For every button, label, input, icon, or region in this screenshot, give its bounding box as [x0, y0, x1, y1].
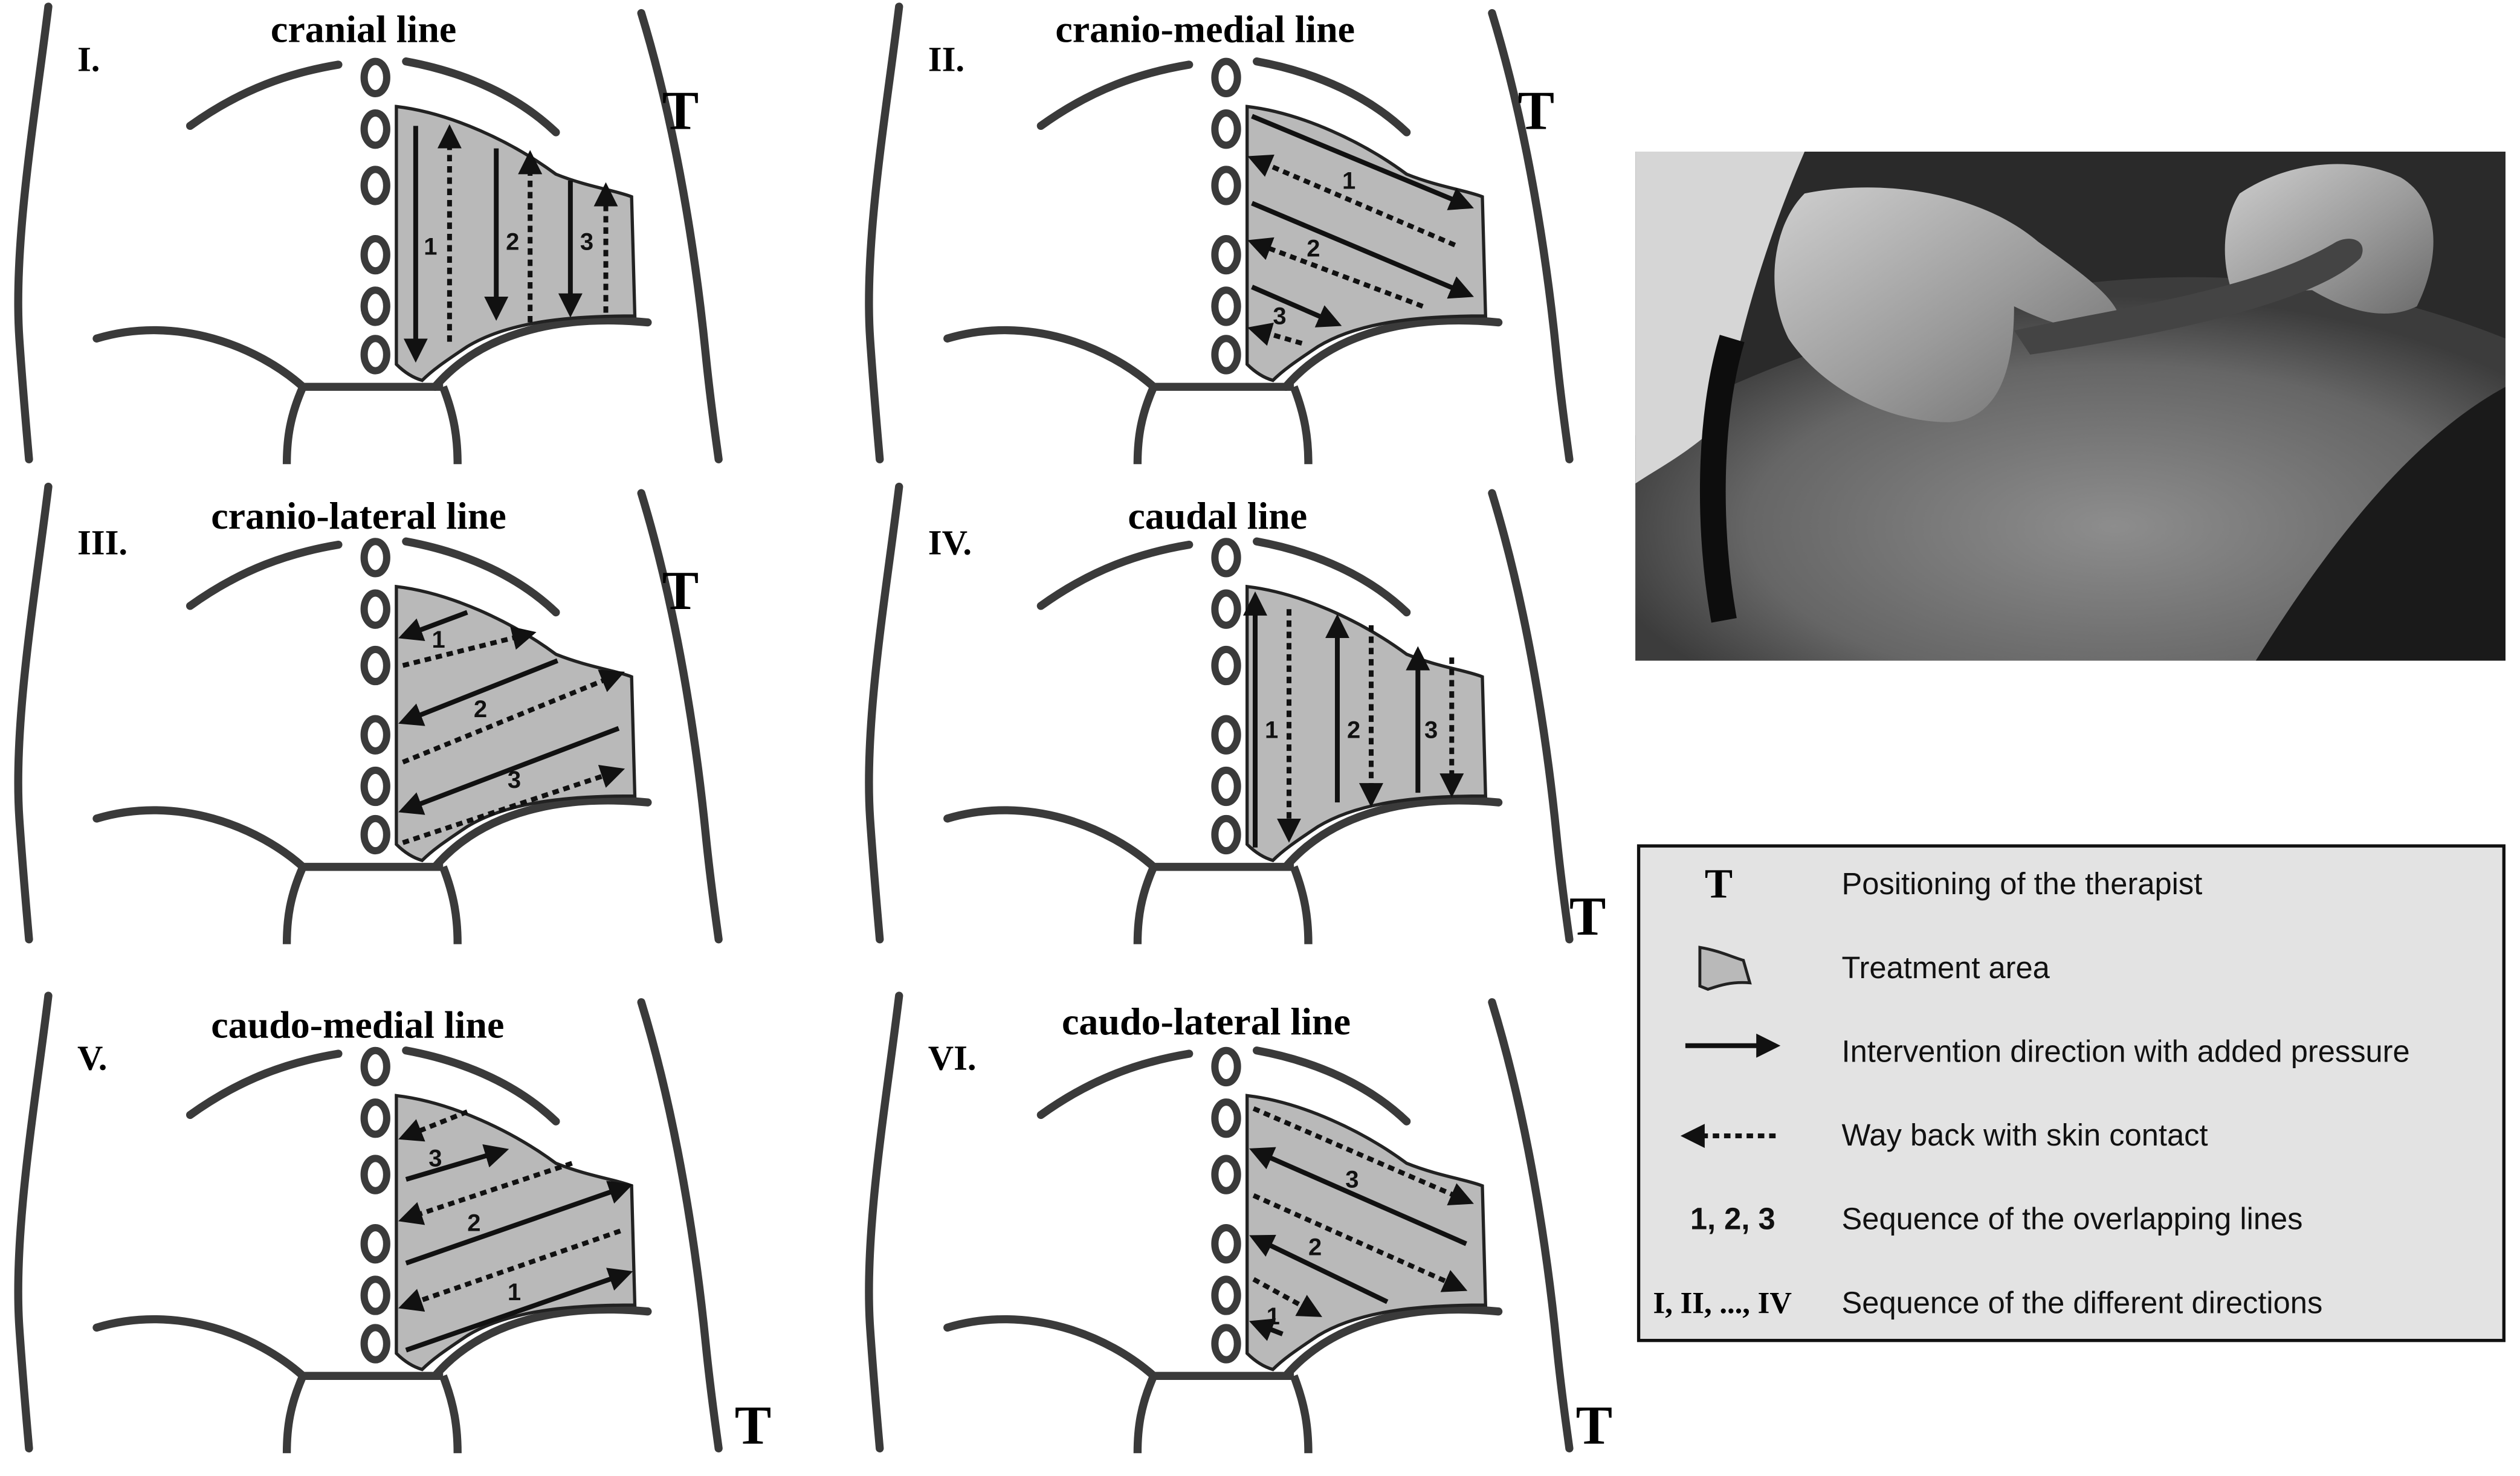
- panel-numeral: II.: [928, 40, 964, 79]
- panel-numeral: III.: [77, 523, 128, 562]
- pressure-arrow: [1251, 114, 1474, 210]
- arrows-panel-4: 1 2 3: [1243, 591, 1464, 848]
- panel-numeral: VI.: [928, 1039, 977, 1078]
- sequence-number: 1: [1342, 167, 1355, 194]
- sequence-number: 2: [1347, 717, 1360, 744]
- legend-label-directions: Sequence of the different directions: [1842, 1285, 2323, 1320]
- therapist-position-icon: T: [1705, 860, 1733, 906]
- panel-numeral: I.: [77, 40, 100, 79]
- return-arrow: [1247, 154, 1456, 248]
- panel-5: 3 2 1 V. caudo-medial line T: [18, 996, 771, 1455]
- legend-label-area: Treatment area: [1842, 950, 2050, 985]
- pressure-arrow: [1251, 201, 1474, 299]
- panel-title: caudal line: [1128, 494, 1307, 537]
- pressure-arrow: [398, 726, 620, 815]
- sequence-number: 3: [1345, 1166, 1359, 1193]
- therapist-position-icon: T: [1576, 1394, 1612, 1455]
- panel-numeral: V.: [77, 1039, 107, 1078]
- therapist-position-icon: T: [662, 80, 699, 141]
- pressure-arrow: [1249, 1147, 1467, 1246]
- return-arrow: [402, 669, 625, 765]
- return-arrow: [1252, 1106, 1474, 1206]
- sequence-number: 2: [1308, 1234, 1322, 1260]
- pressure-arrow: [1251, 285, 1342, 327]
- arrows-panel-6: 3 2 1: [1249, 1106, 1474, 1341]
- pressure-arrow: [405, 1268, 633, 1353]
- return-arrow: [1247, 237, 1424, 309]
- panel-2: 1 2 3 II. cranio-medial line T: [869, 7, 1569, 464]
- sequence-number-icon: 1, 2, 3: [1690, 1202, 1775, 1236]
- legend: T Positioning of the therapist Treatment…: [1636, 844, 2506, 1342]
- sequence-number: 2: [1307, 235, 1320, 262]
- sequence-number: 3: [508, 767, 521, 793]
- return-arrow: [398, 1109, 468, 1142]
- sequence-number: 3: [580, 229, 593, 256]
- legend-label-sequence: Sequence of the overlapping lines: [1842, 1202, 2303, 1236]
- sequence-number: 2: [474, 696, 487, 723]
- pressure-arrow: [405, 1181, 633, 1266]
- panel-4: 1 2 3 IV. caudal line T: [869, 487, 1606, 947]
- arrows-panel-2: 1 2 3: [1247, 114, 1474, 346]
- pressure-arrow: [398, 610, 468, 642]
- sequence-number: 3: [1273, 303, 1286, 329]
- return-arrow: [398, 1161, 573, 1225]
- panel-title: caudo-lateral line: [1062, 1000, 1351, 1043]
- sequence-number: 1: [1267, 1303, 1280, 1330]
- return-arrow: [1252, 1193, 1468, 1292]
- sequence-number: 1: [424, 234, 437, 260]
- return-arrow: [1252, 1277, 1322, 1317]
- treatment-area-icon: [1698, 946, 1752, 991]
- panel-3: 1 2 3 III. cranio-lateral line T: [18, 487, 719, 944]
- pressure-arrow: [398, 658, 558, 726]
- arrows-panel-5: 3 2 1: [398, 1109, 633, 1353]
- pressure-arrow: [1249, 1234, 1389, 1304]
- sequence-number: 1: [432, 627, 445, 653]
- panel-title: cranio-lateral line: [211, 494, 506, 537]
- return-arrow: [398, 1228, 621, 1312]
- sequence-number: 2: [467, 1210, 480, 1236]
- panel-numeral: IV.: [928, 523, 972, 562]
- legend-label-return: Way back with skin contact: [1842, 1118, 2208, 1152]
- panel-1: 1 2 3 I. cranial line T: [18, 7, 719, 464]
- therapist-position-icon: T: [1518, 80, 1554, 141]
- panel-title: cranial line: [271, 8, 456, 51]
- sequence-number: 1: [1265, 717, 1278, 744]
- return-arrow: [402, 764, 625, 845]
- sequence-number: 1: [508, 1279, 521, 1306]
- pressure-arrow: [1249, 1318, 1284, 1341]
- pressure-arrow: [405, 1144, 509, 1182]
- arrows-panel-1: 1 2 3: [403, 124, 618, 363]
- sequence-number: 2: [506, 229, 519, 256]
- return-arrow: [1247, 322, 1303, 346]
- legend-label-therapist: Positioning of the therapist: [1842, 866, 2203, 901]
- roman-numeral-icon: I, II, ..., IV: [1653, 1286, 1792, 1320]
- therapist-position-icon: T: [1569, 886, 1606, 947]
- legend-label-pressure: Intervention direction with added pressu…: [1842, 1034, 2410, 1068]
- panel-title: caudo-medial line: [211, 1003, 504, 1046]
- therapist-position-icon: T: [662, 560, 699, 621]
- sequence-number: 3: [428, 1146, 442, 1172]
- therapist-position-icon: T: [735, 1394, 771, 1455]
- arrows-panel-3: 1 2 3: [398, 610, 625, 845]
- panel-6: 3 2 1 VI. caudo-lateral line T: [869, 996, 1612, 1455]
- sequence-number: 3: [1424, 717, 1438, 744]
- panel-title: cranio-medial line: [1055, 8, 1355, 51]
- treatment-photo: [1635, 151, 2506, 661]
